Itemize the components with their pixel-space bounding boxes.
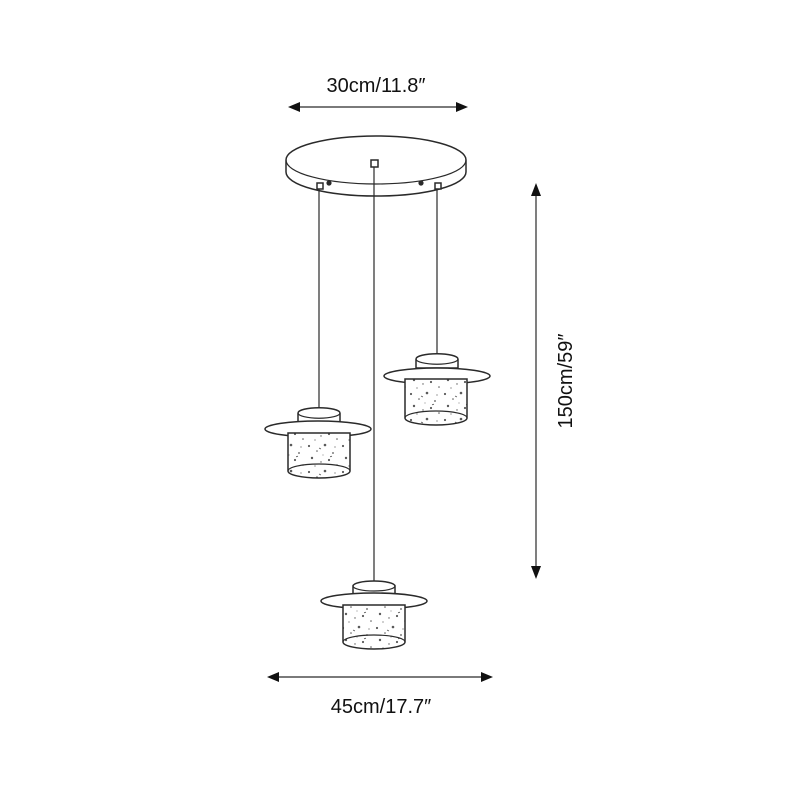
- cord-grip-left: [316, 182, 324, 190]
- bottom-width-dimension: 45cm/17.7″: [267, 672, 493, 718]
- pendant-shade-left: [264, 407, 372, 479]
- height-label: 150cm/59″: [555, 334, 577, 429]
- pendant-shade-right: [383, 353, 491, 426]
- top-width-label: 30cm/11.8″: [327, 75, 426, 97]
- pendant-shade-center: [320, 580, 428, 650]
- ceiling-canopy: [285, 135, 467, 197]
- suspension-cords: [318, 167, 438, 581]
- canopy-screw-right: [418, 180, 424, 186]
- cord-grip-right: [434, 182, 442, 190]
- arrow-down-icon: [531, 566, 541, 579]
- arrow-right-icon: [456, 102, 468, 112]
- arrow-left-icon: [267, 672, 279, 682]
- bottom-width-label: 45cm/17.7″: [331, 696, 431, 718]
- height-dimension: 150cm/59″: [531, 183, 577, 579]
- top-width-dimension: 30cm/11.8″: [288, 75, 468, 112]
- cord-grip-center: [370, 159, 379, 168]
- arrow-left-icon: [288, 102, 300, 112]
- arrow-right-icon: [481, 672, 493, 682]
- canopy-screw-left: [326, 180, 332, 186]
- arrow-up-icon: [531, 183, 541, 196]
